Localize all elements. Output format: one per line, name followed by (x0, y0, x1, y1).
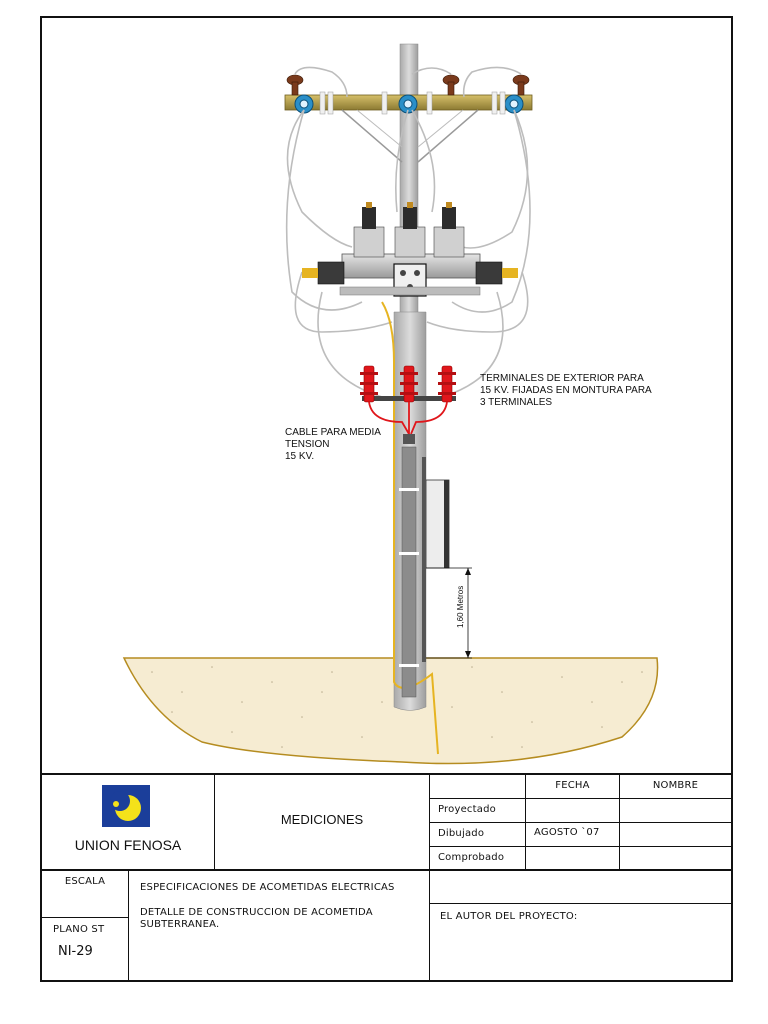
annotation-terminales: TERMINALES DE EXTERIOR PARA 15 KV. FIJAD… (480, 373, 654, 408)
logo-cell: UNION FENOSA (42, 775, 214, 869)
annotation-cable: CABLE PARA MEDIA TENSION 15 KV. (285, 427, 383, 462)
row-fecha-dibujado: AGOSTO `07 (534, 827, 600, 838)
ground-area (122, 657, 659, 765)
company-name: UNION FENOSA (74, 837, 182, 853)
drawing-sheet: TERMINALES DE EXTERIOR PARA 15 KV. FIJAD… (40, 16, 733, 982)
row-label-dibujado: Dibujado (438, 828, 485, 839)
cutout-assembly (302, 202, 518, 297)
outdoor-terminals (360, 365, 456, 444)
height-dimension-label: 1,60 Metros (456, 586, 465, 628)
description-line-2b: SUBTERRANEA. (140, 919, 220, 930)
drawing-title: MEDICIONES (280, 812, 364, 827)
fecha-header: FECHA (555, 780, 590, 791)
escala-label: ESCALA (64, 876, 106, 887)
title-block-top-border (42, 773, 731, 775)
plano-number: NI-29 (58, 944, 93, 959)
pole-drawing: TERMINALES DE EXTERIOR PARA 15 KV. FIJAD… (122, 43, 659, 765)
plano-label: PLANO ST (53, 924, 105, 935)
line-insulators (294, 94, 524, 114)
row-label-proyectado: Proyectado (438, 804, 496, 815)
cable-conduit (401, 446, 417, 698)
autor-label: EL AUTOR DEL PROYECTO: (440, 911, 578, 922)
nombre-header: NOMBRE (652, 780, 699, 791)
description-line-2a: DETALLE DE CONSTRUCCION DE ACOMETIDA (140, 907, 373, 918)
jumper-cables (285, 66, 531, 398)
pin-insulators (286, 74, 530, 96)
yellow-cable (381, 301, 439, 755)
row-label-comprobado: Comprobado (438, 852, 505, 863)
union-fenosa-logo (102, 785, 150, 827)
title-cell: MEDICIONES (215, 775, 429, 869)
description-line-1: ESPECIFICACIONES DE ACOMETIDAS ELECTRICA… (140, 882, 395, 893)
ground-speckles (151, 666, 643, 748)
